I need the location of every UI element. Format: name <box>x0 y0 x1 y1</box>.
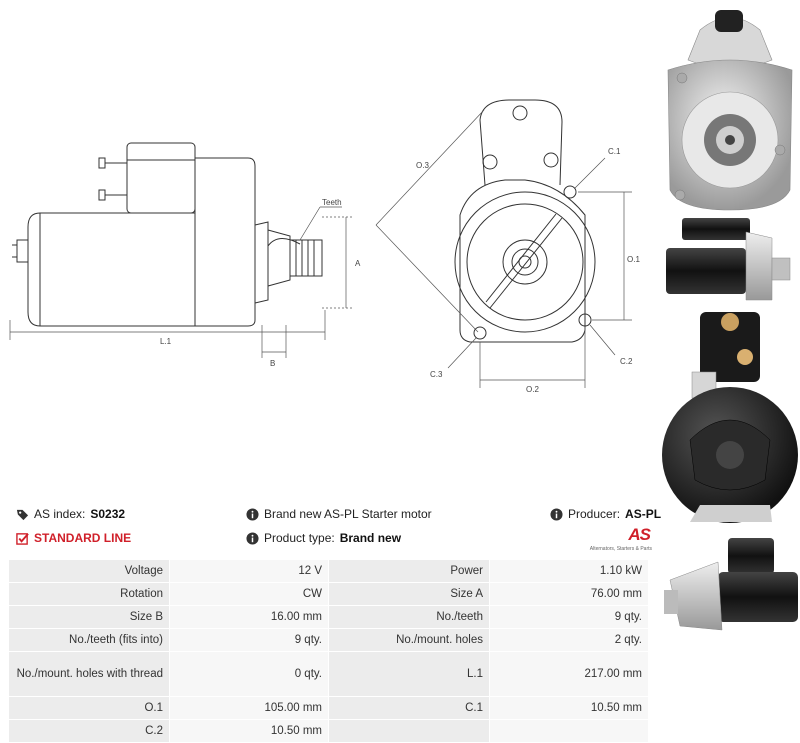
description: Brand new AS-PL Starter motor <box>246 507 432 521</box>
standard-line: STANDARD LINE <box>16 531 131 545</box>
tag-icon <box>16 509 29 520</box>
spec-label: Size A <box>328 582 490 606</box>
spec-value: 1.10 kW <box>489 559 649 583</box>
spec-label: No./mount. holes <box>328 628 490 652</box>
table-row: O.1 105.00 mm C.1 10.50 mm <box>8 696 649 720</box>
spec-label: Voltage <box>8 559 170 583</box>
spec-value: 10.50 mm <box>169 719 329 743</box>
spec-value: 12 V <box>169 559 329 583</box>
spec-value: 9 qty. <box>489 605 649 629</box>
label-c2: C.2 <box>620 357 633 366</box>
table-row: C.2 10.50 mm <box>8 719 649 743</box>
spec-label: Power <box>328 559 490 583</box>
label-c3: C.3 <box>430 370 443 379</box>
spec-label: Size B <box>8 605 170 629</box>
info-icon <box>246 507 259 521</box>
spec-label: No./teeth <box>328 605 490 629</box>
spec-label: No./mount. holes with thread <box>8 651 170 697</box>
spec-table: Voltage 12 V Power 1.10 kW Rotation CW S… <box>8 559 649 743</box>
producer-value: AS-PL <box>625 507 662 521</box>
label-c1: C.1 <box>608 147 621 156</box>
standard-line-label: STANDARD LINE <box>34 531 132 545</box>
label-b: B <box>270 359 275 368</box>
photo-front-silver <box>667 10 793 211</box>
table-row: Voltage 12 V Power 1.10 kW <box>8 559 649 583</box>
spec-value <box>489 719 649 743</box>
spec-label: C.2 <box>8 719 170 743</box>
side-view <box>12 142 323 327</box>
spec-value: 16.00 mm <box>169 605 329 629</box>
table-row: No./teeth (fits into) 9 qty. No./mount. … <box>8 628 649 652</box>
spec-label: No./teeth (fits into) <box>8 628 170 652</box>
spec-value: 9 qty. <box>169 628 329 652</box>
table-row: Rotation CW Size A 76.00 mm <box>8 582 649 606</box>
photo-rear-black <box>662 312 798 523</box>
spec-value: 105.00 mm <box>169 696 329 720</box>
description-text: Brand new AS-PL Starter motor <box>264 507 432 521</box>
as-index-value: S0232 <box>90 507 126 521</box>
spec-label: L.1 <box>328 651 490 697</box>
spec-value: CW <box>169 582 329 606</box>
product-type: Product type: Brand new <box>246 531 401 545</box>
logo-tagline: Alternators, Starters & Parts <box>589 546 652 552</box>
spec-value: 217.00 mm <box>489 651 649 697</box>
spec-value: 0 qty. <box>169 651 329 697</box>
spec-label: C.1 <box>328 696 490 720</box>
label-o1: O.1 <box>627 255 640 264</box>
spec-value: 2 qty. <box>489 628 649 652</box>
front-dimensions <box>375 109 632 388</box>
as-pl-logo: AS Alternators, Starters & Parts <box>582 525 652 555</box>
table-row: Size B 16.00 mm No./teeth 9 qty. <box>8 605 649 629</box>
label-teeth: Teeth <box>322 198 342 207</box>
photo-side-small <box>666 218 791 301</box>
product-type-value: Brand new <box>339 531 402 545</box>
label-o3: O.3 <box>416 161 429 170</box>
front-view <box>454 99 596 343</box>
spec-label: O.1 <box>8 696 170 720</box>
product-type-label: Product type: <box>264 531 335 545</box>
label-a: A <box>355 259 361 268</box>
photo-perspective <box>664 538 798 631</box>
logo-mark: AS <box>628 525 651 544</box>
producer-label: Producer: <box>568 507 621 521</box>
spec-value: 10.50 mm <box>489 696 649 720</box>
as-index-label: AS index: <box>34 507 86 521</box>
product-photos <box>662 10 798 631</box>
technical-drawing: Teeth A B L.1 O.1 O.2 O.3 C.1 C.2 C.3 <box>9 99 640 394</box>
info-icon <box>246 531 259 545</box>
table-row: No./mount. holes with thread 0 qty. L.1 … <box>8 651 649 697</box>
checkbox-checked-icon <box>16 532 29 545</box>
spec-label <box>328 719 490 743</box>
label-o2: O.2 <box>526 385 539 394</box>
spec-label: Rotation <box>8 582 170 606</box>
side-dimensions <box>9 206 352 358</box>
as-index: AS index: S0232 <box>16 507 125 521</box>
info-icon <box>550 507 563 521</box>
producer: Producer: AS-PL <box>550 507 661 521</box>
spec-value: 76.00 mm <box>489 582 649 606</box>
label-l1: L.1 <box>160 337 172 346</box>
